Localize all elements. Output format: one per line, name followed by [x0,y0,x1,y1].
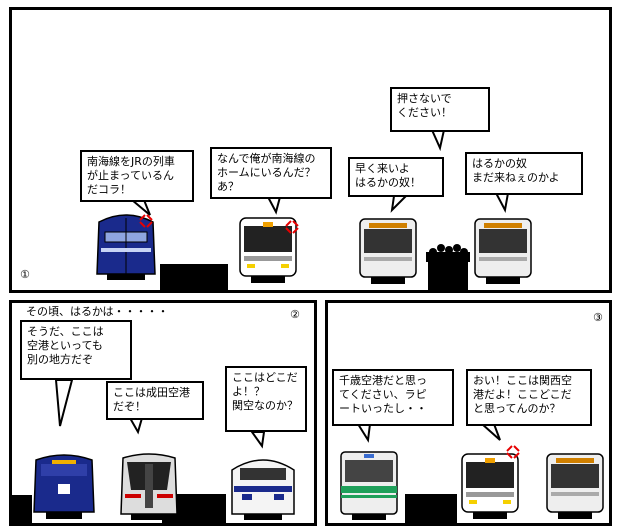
nankai-train [461,453,519,519]
speech-bubble-jr-train-1: 早く来いよ はるかの奴！ [348,157,444,197]
anger-mark-icon [285,220,299,234]
haruka-train [231,459,295,520]
anger-mark-icon [506,445,520,459]
narration-text: その頃、はるかは・・・・・ [26,305,169,318]
panel-number: ③ [593,311,603,324]
speech-bubble-crowd: 押さないで ください！ [390,87,490,132]
speech-bubble-blue-train: 南海線をJRの列車 が止まっているん だコラ！ [80,150,194,202]
panel-number: ② [290,308,300,321]
speech-bubble-airport-express: 千歳空港だと思っ てください、ラピ ートいったし・・ [332,369,454,426]
platform-block [405,494,457,523]
airport-express-train [340,451,398,520]
panel-number: ① [20,268,30,281]
platform-block [12,495,32,523]
platform-block [428,258,468,291]
anger-mark-icon [139,214,153,228]
skyliner-train [33,454,95,519]
speech-bubble-haruka: ここはどこだ よ！？ 関空なのか？ [225,366,307,432]
jr-train [474,218,532,284]
speech-bubble-narita-express-2: ここは成田空港 だぞ！ [106,381,204,420]
speech-bubble-nankai-train: なんで俺が南海線の ホームにいるんだ？ あ？ [210,147,332,199]
jr-train [359,218,417,284]
speech-bubble-narita-express-1: そうだ、ここは 空港といっても 別の地方だぞ [20,320,132,380]
speech-bubble-jr-train-2: はるかの奴 まだ来ねぇのかよ [465,152,583,195]
speech-bubble-rapit: おい！ここは関西空 港だよ！ここどこだ と思ってんのか？ [466,369,592,426]
nankai-train [239,217,297,283]
narita-express-train [120,453,178,520]
jr-train [546,453,604,519]
platform-block [160,264,228,291]
blue-train [96,214,156,280]
